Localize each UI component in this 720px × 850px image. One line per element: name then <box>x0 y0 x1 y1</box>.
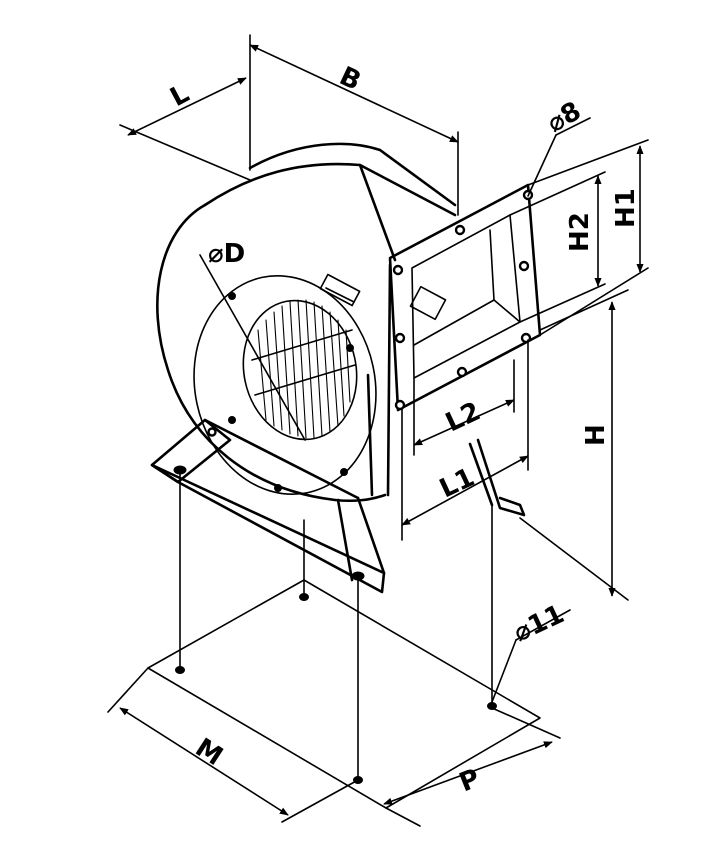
inlet-bolt-icon <box>274 484 282 492</box>
blower-housing <box>156 142 457 503</box>
diameter-leader <box>199 254 306 441</box>
flange-hole-icon <box>518 260 530 272</box>
dimension-line-M <box>119 707 289 816</box>
flange-hole-icon <box>394 332 406 344</box>
label-B: B <box>335 61 366 97</box>
dimension-line-L1 <box>401 455 529 526</box>
rail-bolt-icon <box>207 427 217 437</box>
base-rail <box>150 418 526 594</box>
dimension-top: B L <box>119 34 459 216</box>
inlet-bolt-icon <box>228 416 236 424</box>
floor-footprint <box>147 469 541 809</box>
label-base-hole: ⌀11 <box>509 599 569 648</box>
inlet-opening <box>242 299 358 441</box>
dimension-line-B <box>249 44 459 143</box>
inlet-bolt-icon <box>346 344 354 352</box>
inlet-flange <box>193 274 377 496</box>
dimension-line-L2 <box>413 399 515 446</box>
label-M: M <box>190 733 228 772</box>
label-H1: H1 <box>611 188 641 228</box>
name-plate <box>319 273 361 307</box>
flange-hole-icon <box>394 399 406 411</box>
dimension-line-L <box>127 77 247 136</box>
hole-leader-base <box>491 639 517 703</box>
label-H: H <box>581 424 611 446</box>
flange-hole-icon <box>392 264 404 276</box>
impeller-blades <box>251 299 356 439</box>
label-flange-hole: ⌀8 <box>542 96 586 139</box>
label-diameter: ⌀D <box>208 239 245 269</box>
flange-hole-icon <box>456 366 468 378</box>
inlet-bolt-icon <box>340 468 348 476</box>
motor-mount <box>409 285 447 321</box>
base-hole-icon <box>351 571 365 581</box>
base-hole-icon <box>173 465 187 475</box>
dimension-height: H <box>519 289 629 601</box>
footprint-hole-icon <box>175 666 185 674</box>
inlet-bolt-icon <box>228 292 236 300</box>
footprint-hole-icon <box>299 593 309 601</box>
label-L: L <box>165 79 194 113</box>
dimension-base: M P ⌀11 <box>107 599 571 827</box>
outlet-flange <box>388 183 542 412</box>
inlet-assembly: ⌀D <box>193 239 377 496</box>
hole-leader-flange <box>527 134 557 197</box>
label-L2: L2 <box>441 397 485 439</box>
direction-arrow-icon <box>325 287 355 303</box>
flange-hole-icon <box>454 224 466 236</box>
label-L1: L1 <box>435 463 479 505</box>
dimension-line-P <box>383 741 553 805</box>
label-H2: H2 <box>565 212 595 252</box>
